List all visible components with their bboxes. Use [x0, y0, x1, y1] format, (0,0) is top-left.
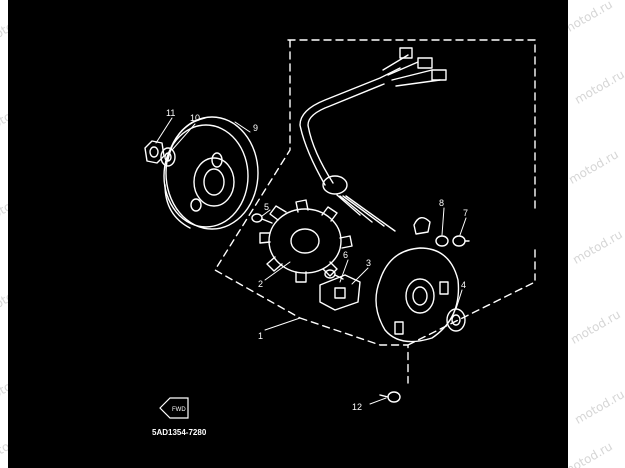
- callout-4: 4: [461, 280, 466, 290]
- callout-3: 3: [366, 258, 371, 268]
- clamp-part: [413, 217, 431, 235]
- wire-harness: [299, 47, 447, 232]
- callout-2: 2: [258, 279, 263, 289]
- fwd-label: FWD: [172, 407, 186, 413]
- callout-12: 12: [352, 402, 362, 412]
- washer-small-part: [435, 235, 449, 247]
- rotor-part: [163, 116, 259, 230]
- base-plate-part: [375, 247, 460, 343]
- washer-part: [160, 147, 176, 167]
- bolt-part: [452, 235, 470, 247]
- callout-10: 10: [190, 113, 200, 123]
- assembly-outline-lower: [407, 281, 536, 346]
- callout-7: 7: [463, 208, 468, 218]
- pickup-coil-part: [319, 274, 361, 311]
- leader-lines: [155, 117, 467, 405]
- callout-1: 1: [258, 331, 263, 341]
- forward-arrow-icon: FWD: [159, 397, 189, 419]
- stator-part: [259, 199, 353, 283]
- bolt-lower-part: [379, 391, 401, 403]
- diagram-background: [8, 0, 568, 468]
- callout-9: 9: [253, 123, 258, 133]
- callout-labels: 11 10 9 5 2 6 3 4 8 7 1 12: [166, 108, 468, 412]
- callout-5a: 5: [264, 202, 269, 212]
- callout-6: 6: [343, 250, 348, 260]
- nut-part: [144, 140, 165, 164]
- callout-11: 11: [166, 108, 175, 118]
- assembly-outline: [214, 39, 536, 384]
- callout-8: 8: [439, 198, 444, 208]
- diagram-code: 5AD1354-7280: [152, 428, 207, 437]
